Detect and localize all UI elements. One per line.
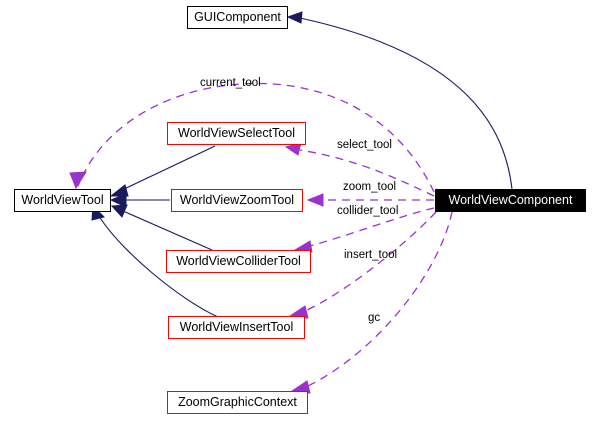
edge-label-select-tool: select_tool: [337, 139, 392, 151]
node-label: WorldViewInsertTool: [179, 320, 294, 335]
edge-worldviewcomponent-inherits-guicomponent: [286, 11, 513, 190]
inheritance-arrowhead: [109, 193, 127, 208]
inheritance-line: [299, 17, 513, 190]
edge-worldviewselecttool-inherits-worldviewtool: [109, 145, 216, 197]
usage-arrowhead: [306, 193, 324, 207]
inheritance-arrowhead: [109, 184, 129, 197]
usage-line: [77, 82, 435, 193]
edge-label-collider-tool: collider_tool: [337, 205, 399, 217]
usage-line: [309, 207, 435, 247]
node-label: WorldViewTool: [21, 193, 104, 208]
usage-line: [307, 211, 453, 387]
node-worldviewtool[interactable]: WorldViewTool: [14, 189, 111, 212]
inheritance-arrowhead: [110, 204, 128, 218]
edge-worldviewcomponent-uses-zoomgraphiccontext: [290, 211, 453, 394]
node-worldviewinserttool[interactable]: WorldViewInsertTool: [168, 316, 305, 339]
edge-worldviewzoomtool-inherits-worldviewtool: [109, 193, 170, 208]
inheritance-line: [121, 145, 216, 191]
inheritance-line: [98, 215, 219, 318]
node-worldviewselecttool[interactable]: WorldViewSelectTool: [167, 122, 306, 145]
usage-arrowhead: [69, 171, 87, 190]
node-label: WorldViewComponent: [448, 193, 573, 208]
edge-worldviewcomponent-uses-worldviewinserttool: [288, 211, 437, 319]
edge-label-zoom-tool: zoom_tool: [343, 181, 397, 193]
inheritance-arrowhead: [286, 11, 303, 24]
node-zoomgraphiccontext[interactable]: ZoomGraphicContext: [167, 391, 308, 414]
node-label: ZoomGraphicContext: [178, 395, 297, 410]
inheritance-line: [122, 210, 213, 251]
usage-line: [299, 149, 435, 197]
usage-line: [304, 211, 437, 312]
edge-worldviewcomponent-uses-worldviewselecttool: [284, 142, 435, 197]
node-label: WorldViewSelectTool: [178, 126, 295, 141]
edge-label-gc: gc: [368, 312, 381, 324]
edge-worldviewcomponent-uses-worldviewtool: [69, 82, 435, 193]
edge-label-current-tool: current_tool: [200, 77, 261, 89]
node-label: GUIComponent: [194, 10, 281, 25]
node-worldviewzoomtool[interactable]: WorldViewZoomTool: [171, 189, 303, 212]
node-label: WorldViewZoomTool: [179, 193, 295, 208]
edge-worldviewcollidertool-inherits-worldviewtool: [110, 204, 213, 251]
node-worldviewcomponent[interactable]: WorldViewComponent: [435, 189, 586, 212]
node-worldviewcollidertool[interactable]: WorldViewColliderTool: [166, 250, 311, 273]
edge-worldviewcomponent-uses-worldviewzoomtool: [306, 193, 434, 207]
node-label: WorldViewColliderTool: [176, 254, 301, 269]
node-guicomponent[interactable]: GUIComponent: [187, 6, 288, 29]
usage-arrowhead: [284, 142, 302, 156]
edge-label-insert-tool: insert_tool: [344, 249, 398, 261]
